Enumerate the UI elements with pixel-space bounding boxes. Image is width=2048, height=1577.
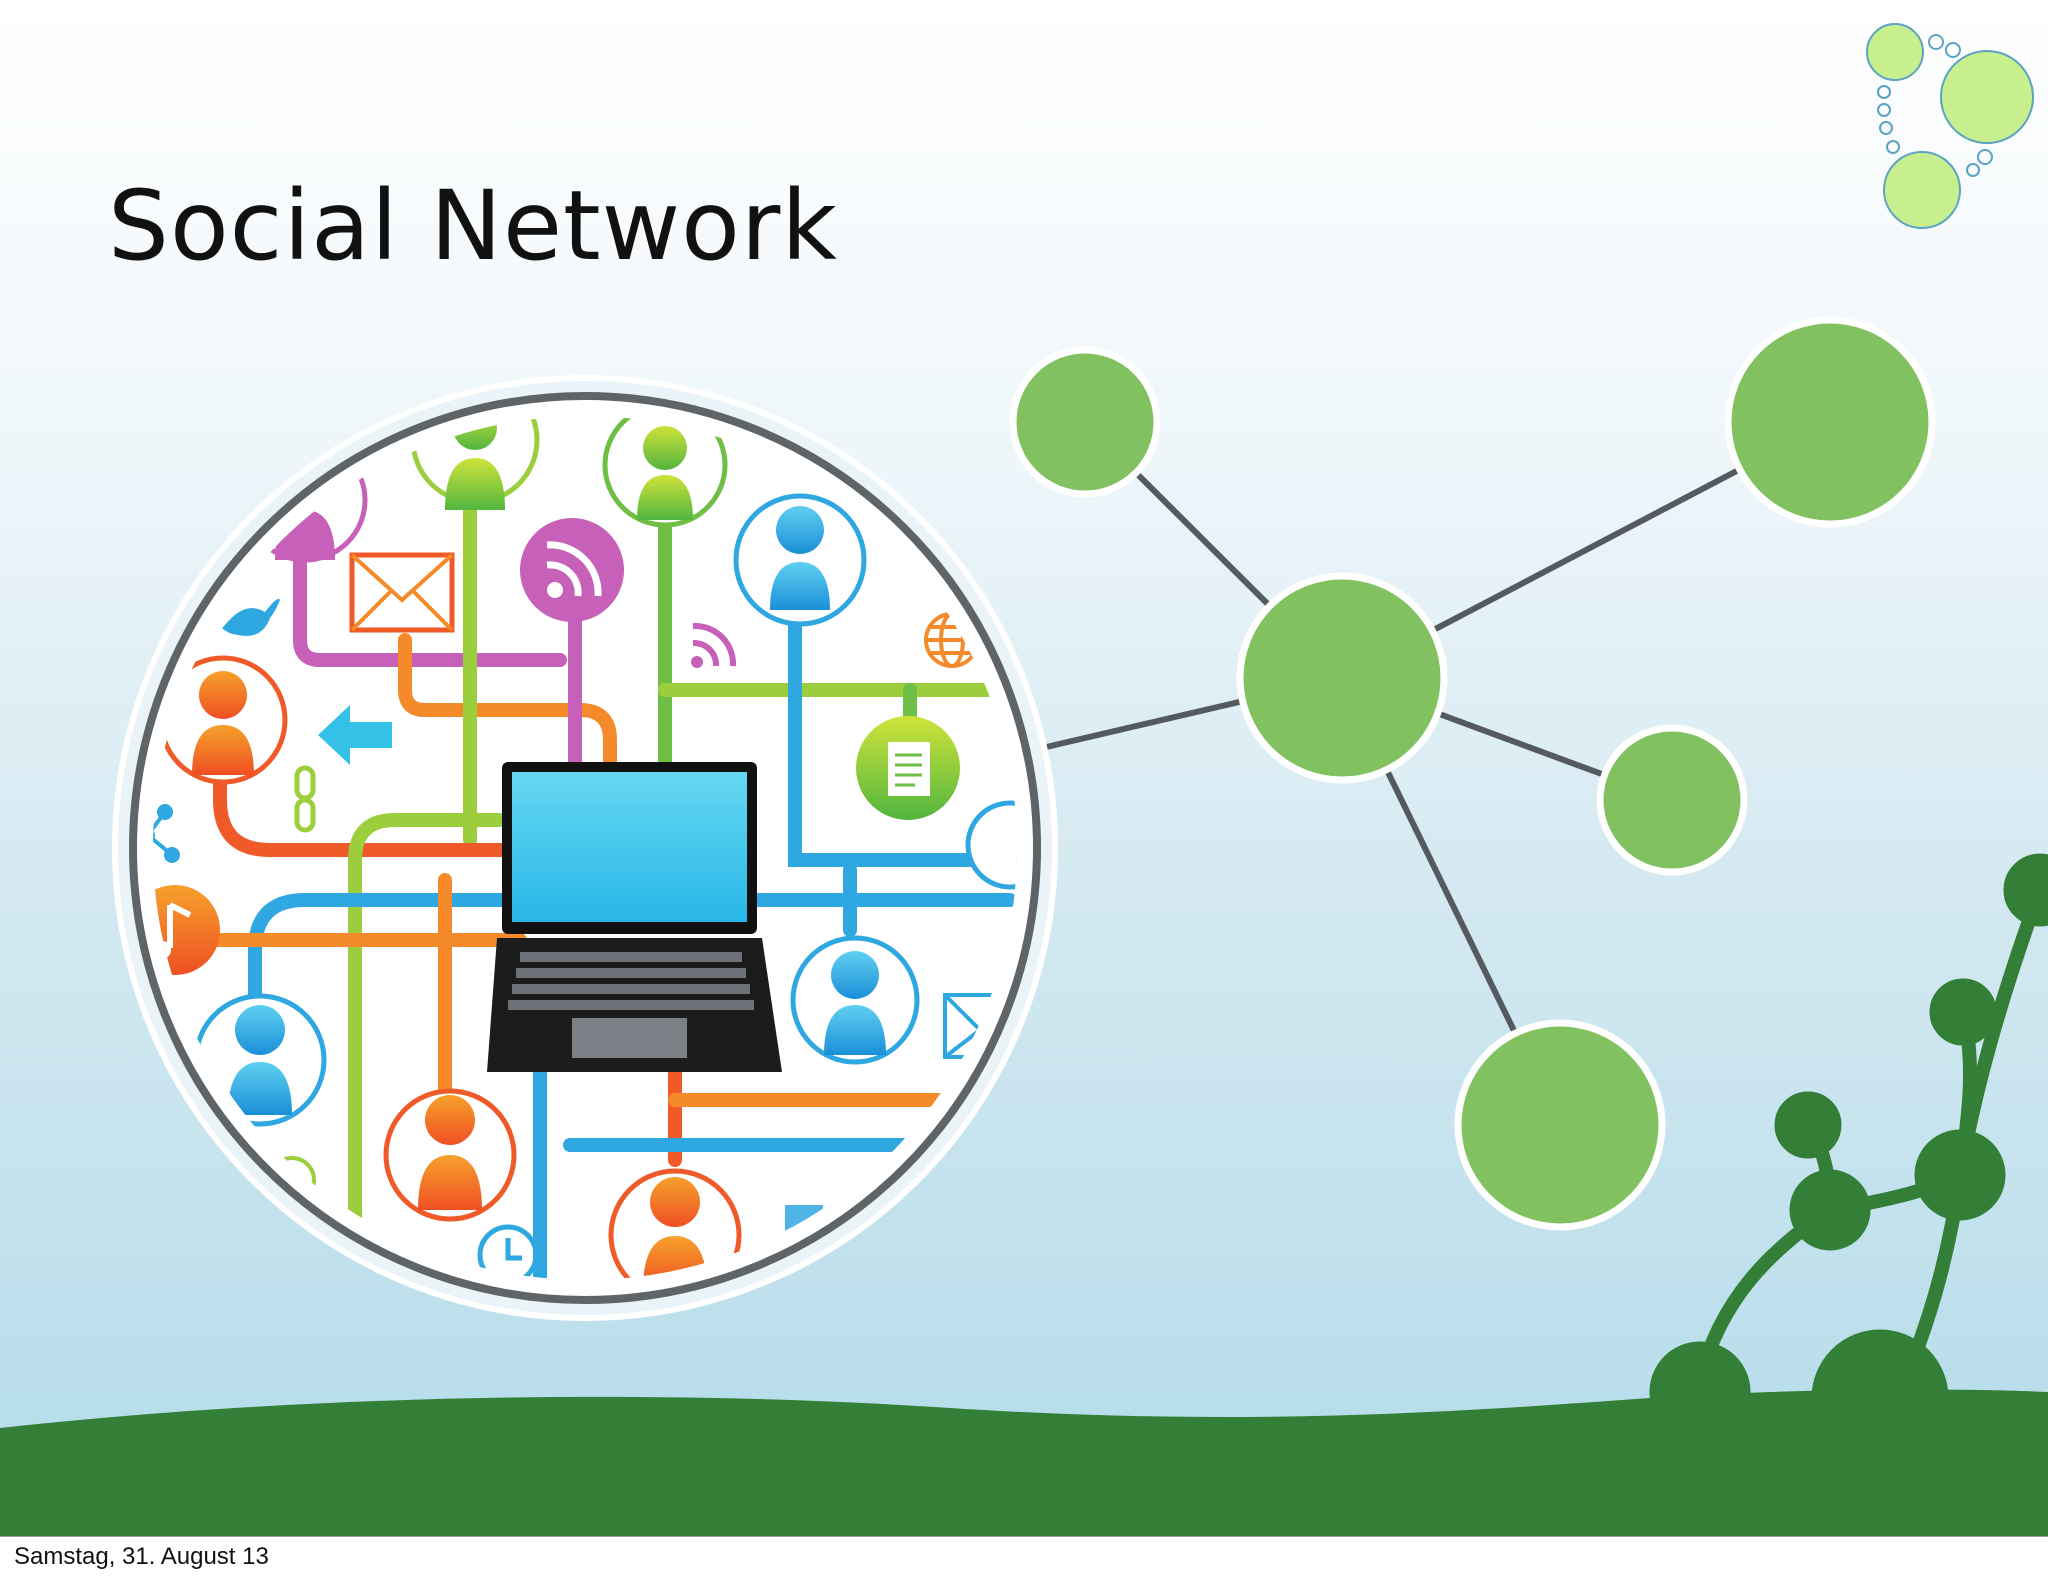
person-icon [733, 493, 867, 627]
logo-bubble [1940, 50, 2034, 144]
person-icon [383, 1088, 517, 1222]
network-node-hub [1236, 572, 1448, 784]
mail-icon [349, 552, 455, 633]
network-node [1724, 316, 1936, 528]
rss-icon [520, 518, 624, 622]
network-node [1454, 1019, 1666, 1231]
bubbles-logo [1866, 23, 2034, 229]
green-hill [0, 1389, 2048, 1536]
footer-bar: Samstag, 31. August 13 [0, 1536, 2048, 1577]
network-node [1009, 346, 1161, 498]
slide-title: Social Network [108, 170, 838, 282]
molecule-plant [1649, 853, 2048, 1467]
logo-bubble [1866, 23, 1924, 81]
link-icon [294, 765, 316, 833]
share-icon [153, 804, 180, 863]
arrow-left-icon [318, 705, 392, 765]
rss-icon [691, 622, 737, 668]
network-node [1596, 724, 1748, 876]
person-icon [790, 935, 920, 1065]
footer-date: Samstag, 31. August 13 [14, 1543, 269, 1570]
logo-bubble [1883, 151, 1961, 229]
social-media-illustration [112, 375, 1058, 1321]
document-icon [856, 716, 960, 820]
slide-graphics [0, 23, 2048, 1536]
twitter-bird-icon [222, 598, 280, 636]
person-icon [602, 416, 728, 528]
network-nodes [1009, 316, 1936, 1231]
person-icon [158, 655, 288, 785]
slide: Social Network [0, 0, 2048, 1536]
laptop-icon [487, 762, 782, 1072]
clock-icon [477, 1224, 539, 1280]
